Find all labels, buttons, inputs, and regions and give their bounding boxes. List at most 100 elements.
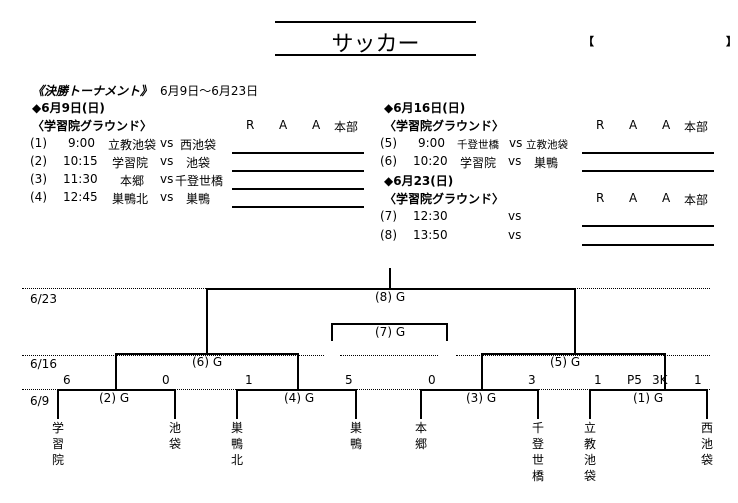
day1-m4-no: (4)	[30, 190, 47, 204]
day3-date: ◆6月23(日)	[384, 174, 454, 188]
day1-m3-home: 本郷	[120, 174, 145, 188]
day3-venue: 〈学習院グラウンド〉	[384, 192, 505, 206]
day1-col-a2: A	[312, 118, 321, 132]
day2-m6-time: 10:20	[413, 154, 448, 168]
day1-m4-vs: vs	[160, 190, 174, 204]
day1-m2-time: 10:15	[63, 154, 98, 168]
day2-m5-time: 9:00	[418, 136, 445, 150]
day2-m6-no: (6)	[380, 154, 397, 168]
game-3-label: (3) G	[466, 391, 497, 405]
day1-m3-line	[232, 188, 364, 190]
day1-m3-vs: vs	[160, 172, 174, 186]
day3-m7-time: 12:30	[413, 209, 448, 223]
round-separator-first	[22, 389, 710, 390]
day1-m2-away: 池袋	[186, 156, 211, 170]
game-5-label: (5) G	[550, 355, 581, 369]
day3-m7-no: (7)	[380, 209, 397, 223]
day1-m2-home: 学習院	[112, 156, 149, 170]
day2-venue: 〈学習院グラウンド〉	[384, 119, 505, 133]
day3-m8-time: 13:50	[413, 228, 448, 242]
day1-m4-home: 巣鴨北	[112, 192, 149, 206]
day2-m5-line	[582, 152, 714, 154]
day1-m3-time: 11:30	[63, 172, 98, 186]
day3-m7-vs: vs	[508, 209, 522, 223]
team-drop-gakushuin	[57, 389, 59, 419]
day1-m3-no: (3)	[30, 172, 47, 186]
score-rikkyo-r1: 1	[594, 373, 602, 387]
day3-m7-line	[582, 225, 714, 227]
third-place-left-tick	[331, 323, 333, 341]
third-place-right-tick	[446, 323, 448, 341]
team-hongo: 本郷	[414, 421, 427, 451]
day2-col-a1: A	[629, 118, 638, 132]
day2-m6-away: 巣鴨	[534, 156, 559, 170]
note-bracket-open: 【	[583, 35, 594, 48]
day1-col-hq: 本部	[334, 120, 359, 134]
day2-col-a2: A	[662, 118, 671, 132]
score-nishi-ikebukuro-r1: 1	[694, 373, 702, 387]
title-bottom-rule	[275, 54, 476, 56]
day1-m2-vs: vs	[160, 154, 174, 168]
day2-m5-home: 千登世橋	[457, 139, 499, 151]
day2-m6-home: 学習院	[460, 156, 497, 170]
day1-venue: 〈学習院グラウンド〉	[32, 119, 153, 133]
final-bar	[206, 288, 576, 290]
day3-col-a1: A	[629, 191, 638, 205]
team-drop-chitosebashi	[537, 389, 539, 419]
score-gakushuin-r1: 6	[63, 373, 71, 387]
day2-m5-vs: vs	[509, 136, 523, 150]
semi-6-bar	[115, 353, 299, 355]
round-date-semi: 6/16	[30, 357, 57, 371]
semi-5-bar	[481, 353, 666, 355]
day1-m2-line	[232, 170, 364, 172]
day1-m3-away: 千登世橋	[175, 174, 224, 188]
day1-m4-line	[232, 206, 364, 208]
team-rikkyo-ikebukuro: 立教池袋	[583, 421, 596, 483]
day2-m6-vs: vs	[508, 154, 522, 168]
day2-col-r: R	[596, 118, 605, 132]
title-top-rule	[275, 21, 476, 23]
team-drop-hongo	[420, 389, 422, 419]
team-drop-ikebukuro	[174, 389, 176, 419]
tournament-heading: 《決勝トーナメント》	[32, 84, 153, 98]
score-nishi-ikebukuro-pk: 3K	[652, 373, 668, 387]
score-hongo-r1: 0	[428, 373, 436, 387]
round-date-final: 6/23	[30, 292, 57, 306]
day1-m1-no: (1)	[30, 136, 47, 150]
final-left-drop	[206, 288, 208, 355]
score-chitosebashi-r1: 3	[528, 373, 536, 387]
score-sugamo-kita-r1: 1	[245, 373, 253, 387]
day2-m5-no: (5)	[380, 136, 397, 150]
day1-col-r: R	[246, 118, 255, 132]
team-gakushuin: 学習院	[51, 421, 64, 467]
day1-m1-away: 西池袋	[180, 138, 217, 152]
team-drop-rikkyo	[589, 389, 591, 419]
team-drop-sugamo	[355, 389, 357, 419]
round-separator-semi-left	[22, 355, 324, 356]
semi-6-right-drop	[297, 353, 299, 389]
team-drop-sugamo-kita	[236, 389, 238, 419]
day3-m8-no: (8)	[380, 228, 397, 242]
team-drop-nishi-ikebukuro	[706, 389, 708, 419]
day2-date: ◆6月16日(日)	[384, 101, 466, 115]
day2-m6-line	[582, 170, 714, 172]
game-4-bar	[236, 389, 357, 391]
game-1-label: (1) G	[633, 391, 664, 405]
day1-m4-time: 12:45	[63, 190, 98, 204]
final-right-drop	[574, 288, 576, 355]
day3-m8-vs: vs	[508, 228, 522, 242]
team-sugamo-kita: 巣鴨北	[230, 421, 243, 467]
semi-6-left-drop	[115, 353, 117, 389]
team-chitosebashi: 千登世橋	[531, 421, 544, 483]
game-2-bar	[57, 389, 176, 391]
game-8-label: (8) G	[375, 290, 406, 304]
note-bracket-close: 】	[726, 35, 737, 48]
game-7-label: (7) G	[375, 325, 406, 339]
game-3-bar	[420, 389, 539, 391]
semi-5-right-drop	[664, 353, 666, 389]
round-date-first: 6/9	[30, 394, 50, 408]
game-1-bar	[589, 389, 708, 391]
team-nishi-ikebukuro: 西池袋	[700, 421, 713, 467]
semi-5-left-drop	[481, 353, 483, 389]
game-4-label: (4) G	[284, 391, 315, 405]
